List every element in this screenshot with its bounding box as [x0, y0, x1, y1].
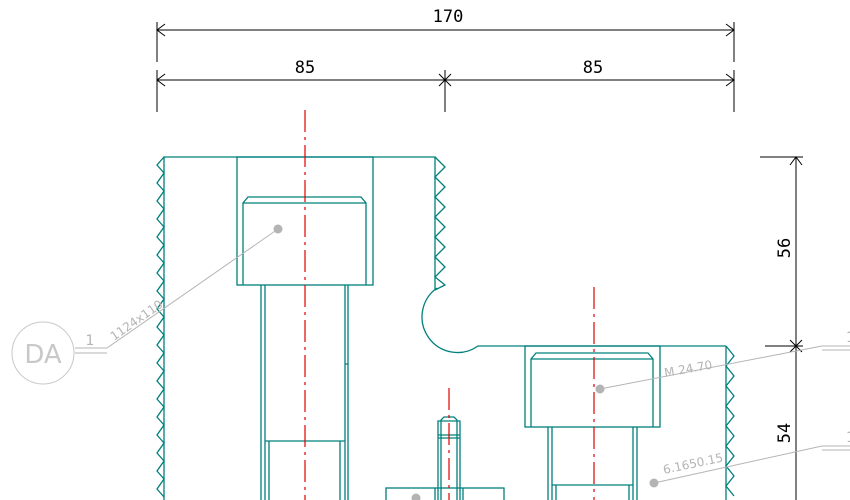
leader-text-m24-70: M 24.70 [663, 358, 713, 380]
leader-index: 1 [846, 330, 850, 346]
serrated-edge-left [156, 156, 165, 498]
leader-point-pin [411, 493, 421, 500]
dimension-half-widths: 85 85 [156, 58, 735, 112]
counterbore-right [524, 345, 661, 500]
left-block-part[interactable] [156, 156, 527, 500]
leader-6-1650-15[interactable]: 6.1650.15 1 [649, 430, 850, 488]
leader-m24-70[interactable]: M 24.70 1 [595, 330, 850, 394]
leader-text-1124x110: 1124x110 [108, 297, 166, 343]
dimension-vertical: 56 54 [760, 156, 803, 500]
dimension-overall-width: 170 [156, 7, 735, 62]
leader-text-6-1650-15: 6.1650.15 [662, 451, 725, 477]
serrated-edge-right-lower [725, 345, 735, 497]
dim-text-85-right: 85 [583, 58, 603, 78]
pin-part [385, 416, 505, 500]
leader-point [595, 384, 605, 394]
leader-index: 1 [846, 430, 850, 446]
relief-notch [421, 287, 527, 354]
detail-bubble[interactable]: DA 1 [11, 321, 107, 385]
dim-text-54: 54 [775, 423, 795, 443]
detail-bubble-label: DA [24, 340, 62, 370]
dim-text-170: 170 [433, 7, 464, 27]
leader-1124x110[interactable]: 1124x110 [106, 224, 283, 349]
leader-point [649, 478, 659, 488]
detail-bubble-index: 1 [86, 333, 95, 349]
dim-text-56: 56 [775, 238, 795, 258]
leader-point [273, 224, 283, 234]
dim-text-85-left: 85 [295, 58, 315, 78]
serrated-edge-right-upper [434, 156, 447, 291]
